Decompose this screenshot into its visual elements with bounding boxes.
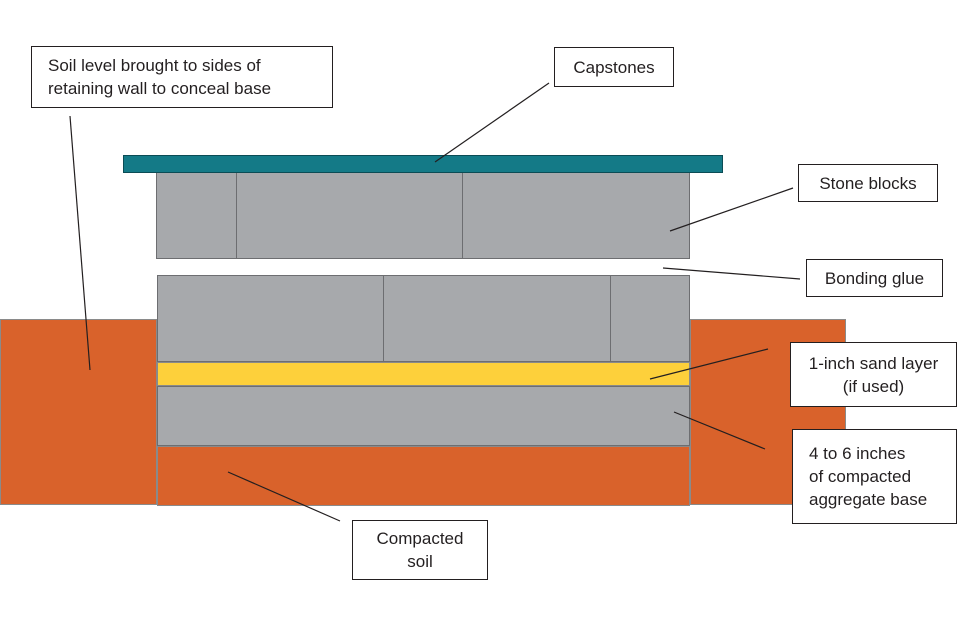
stone-block-lower-3 — [610, 275, 690, 362]
label-bonding-glue: Bonding glue — [806, 259, 943, 297]
stone-block-lower-2 — [383, 275, 611, 362]
stone-block-upper-2 — [236, 172, 463, 259]
compacted-soil-layer — [157, 446, 690, 506]
sand-layer — [157, 362, 690, 386]
label-aggregate-base: 4 to 6 inches of compacted aggregate bas… — [792, 429, 957, 524]
capstone-layer — [123, 155, 723, 173]
stone-block-lower-1 — [157, 275, 384, 362]
label-sand-layer: 1-inch sand layer (if used) — [790, 342, 957, 407]
soil-left — [0, 319, 157, 505]
label-compacted-soil: Compacted soil — [352, 520, 488, 580]
label-stone-blocks: Stone blocks — [798, 164, 938, 202]
leader-capstones — [434, 82, 550, 163]
label-soil-level: Soil level brought to sides of retaining… — [31, 46, 333, 108]
stone-block-upper-3 — [462, 172, 690, 259]
aggregate-base-layer — [157, 386, 690, 446]
stone-block-upper-1 — [156, 172, 237, 259]
label-capstones: Capstones — [554, 47, 674, 87]
